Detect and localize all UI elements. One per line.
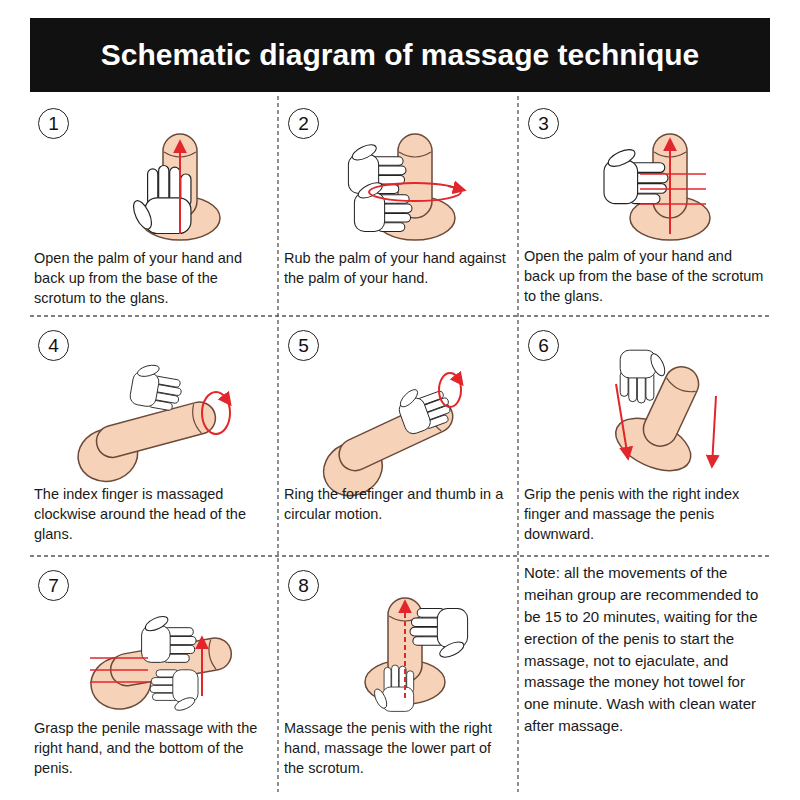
motion-lines bbox=[640, 174, 706, 204]
title-band bbox=[30, 18, 770, 92]
step-caption: Ring the forefinger and thumb in a circu… bbox=[280, 484, 516, 524]
motion-arrow bbox=[201, 638, 203, 696]
step-caption: Rub the palm of your hand against the pa… bbox=[280, 248, 516, 288]
step-number: 1 bbox=[38, 108, 69, 139]
step-number: 8 bbox=[288, 570, 319, 601]
step-number-text: 3 bbox=[538, 114, 549, 133]
motion-line bbox=[90, 669, 148, 671]
title-text: Schematic diagram of massage technique bbox=[101, 38, 700, 72]
step-number: 4 bbox=[38, 330, 69, 361]
panel-illustration bbox=[130, 134, 220, 240]
motion-arrow bbox=[448, 186, 464, 190]
step-number-text: 2 bbox=[298, 114, 309, 133]
panel-illustration bbox=[348, 134, 464, 240]
note-text: Note: all the movements of the meihan gr… bbox=[520, 562, 772, 737]
step-caption: Open the palm of your hand and back up f… bbox=[520, 246, 770, 306]
hand-figure bbox=[354, 180, 412, 232]
step-caption: Massage the penis with the right hand, m… bbox=[280, 718, 516, 778]
step-caption: Open the palm of your hand and back up f… bbox=[30, 248, 276, 308]
panel-illustration bbox=[314, 373, 467, 505]
motion-line bbox=[90, 657, 148, 659]
step-panel: 1Open the palm of your hand and back up … bbox=[30, 96, 276, 314]
hand-figure bbox=[130, 166, 191, 234]
title-band: Schematic diagram of massage technique bbox=[30, 18, 770, 92]
motion-arrow bbox=[669, 140, 671, 234]
motion-line bbox=[640, 173, 706, 175]
grid-line bbox=[30, 315, 770, 316]
motion-arrow bbox=[224, 396, 230, 404]
step-number-text: 4 bbox=[48, 336, 59, 355]
step-number: 7 bbox=[38, 570, 69, 601]
step-caption: Grip the penis with the right index fing… bbox=[520, 484, 770, 544]
step-number: 2 bbox=[288, 108, 319, 139]
hand-figure bbox=[372, 665, 414, 711]
step-caption: The index finger is massaged clockwise a… bbox=[30, 484, 276, 544]
step-panel: 6Grip the penis with the right index fin… bbox=[520, 318, 770, 554]
hand-figure bbox=[150, 670, 198, 713]
motion-arrow bbox=[404, 602, 406, 698]
panel-illustration bbox=[86, 613, 237, 713]
step-panel: 8Massage the penis with the right hand, … bbox=[280, 558, 516, 794]
step-panel: 5Ring the forefinger and thumb in a circ… bbox=[280, 318, 516, 554]
hand-figure bbox=[129, 359, 186, 411]
panel-illustration bbox=[365, 598, 468, 711]
motion-loop bbox=[369, 183, 461, 201]
step-number-text: 7 bbox=[48, 576, 59, 595]
panel-illustration bbox=[608, 350, 725, 481]
grid-line bbox=[277, 96, 278, 792]
hand-figure bbox=[604, 146, 668, 203]
motion-arrow bbox=[456, 376, 462, 384]
step-number-text: 8 bbox=[298, 576, 309, 595]
motion-loop bbox=[202, 392, 230, 434]
panel-illustration bbox=[604, 134, 710, 240]
step-panel: 3Open the palm of your hand and back up … bbox=[520, 96, 770, 314]
motion-arrow bbox=[712, 396, 716, 466]
step-number: 3 bbox=[528, 108, 559, 139]
grid-line bbox=[517, 96, 518, 792]
hand-figure bbox=[142, 613, 196, 662]
step-number-text: 1 bbox=[48, 114, 59, 133]
panel-illustration bbox=[72, 359, 230, 488]
step-panel: 4The index finger is massaged clockwise … bbox=[30, 318, 276, 554]
grid-line bbox=[30, 555, 770, 556]
motion-line bbox=[90, 681, 148, 683]
motion-lines bbox=[90, 658, 148, 682]
hand-figure bbox=[620, 350, 667, 403]
step-caption: Grasp the penile massage with the right … bbox=[30, 718, 276, 778]
motion-arrow bbox=[179, 142, 181, 234]
motion-arrow bbox=[616, 384, 628, 458]
step-number-text: 5 bbox=[298, 336, 309, 355]
motion-line bbox=[640, 203, 706, 205]
step-panel: 2Rub the palm of your hand against the p… bbox=[280, 96, 516, 314]
note-panel: Note: all the movements of the meihan gr… bbox=[520, 558, 772, 794]
motion-loop bbox=[439, 373, 461, 407]
step-number-text: 6 bbox=[538, 336, 549, 355]
motion-line bbox=[640, 188, 706, 190]
step-number: 5 bbox=[288, 330, 319, 361]
step-panel: 7Grasp the penile massage with the right… bbox=[30, 558, 276, 794]
step-number: 6 bbox=[528, 330, 559, 361]
hand-figure bbox=[410, 609, 468, 661]
